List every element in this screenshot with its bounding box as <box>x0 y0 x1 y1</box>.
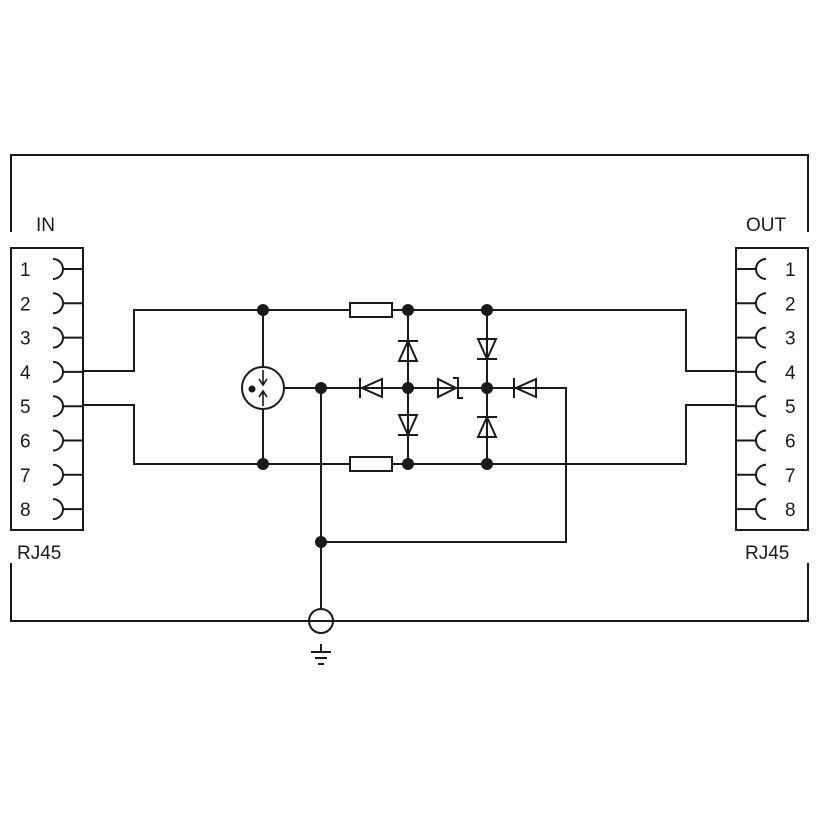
in-pin-socket <box>52 292 64 315</box>
out-pin: 6 <box>736 429 796 453</box>
zener-diode-center <box>437 377 463 399</box>
in-pin-number: 8 <box>20 500 31 521</box>
ground-icon <box>311 644 331 665</box>
in-pin: 6 <box>20 429 83 453</box>
junction-dot <box>481 382 493 394</box>
junction-dot <box>481 458 493 470</box>
in-pin-number: 1 <box>20 260 31 281</box>
in-pin-number: 7 <box>20 466 31 487</box>
junction-dot <box>402 458 414 470</box>
diode-right-upper <box>476 338 498 362</box>
out-pin-number: 3 <box>785 329 796 350</box>
in-pin-socket <box>52 429 64 452</box>
in-pin-number: 3 <box>20 329 31 350</box>
gdt-electrode-bottom <box>258 389 268 406</box>
housing-outline <box>10 154 809 622</box>
in-pin-number: 4 <box>20 363 31 384</box>
diode-center-left <box>359 377 383 399</box>
junction-dot <box>315 536 327 548</box>
resistor-top <box>349 302 393 318</box>
in-pin: 4 <box>20 360 83 384</box>
out-pin-list: 1 2 3 4 5 6 7 8 <box>736 258 796 521</box>
in-pin: 1 <box>20 258 83 281</box>
in-connector-body <box>10 247 84 531</box>
out-pin: 3 <box>736 326 796 350</box>
out-pin: 2 <box>736 292 796 315</box>
in-pin-socket <box>52 326 64 349</box>
junction-dot <box>402 382 414 394</box>
junction-dot <box>402 304 414 316</box>
in-pin: 2 <box>20 292 83 315</box>
junction-dot <box>257 304 269 316</box>
in-pin-socket <box>52 360 64 383</box>
in-pin-socket <box>52 463 64 486</box>
ground-vertical-line <box>285 387 322 608</box>
diode-left-lower <box>397 414 419 438</box>
out-pin-number: 5 <box>785 397 796 418</box>
out-label: OUT <box>746 215 787 236</box>
ground-terminal <box>308 608 334 634</box>
out-pin-socket <box>755 360 767 383</box>
in-pin-list: 1 2 3 4 5 6 7 8 <box>20 258 83 521</box>
out-pin: 7 <box>736 463 796 487</box>
in-pin-socket <box>52 258 64 280</box>
out-pin-number: 2 <box>785 294 796 315</box>
in-rj45-connector: 1 2 3 4 5 6 7 8 <box>10 247 84 531</box>
in-line-pin4-top <box>83 309 350 372</box>
resistor-bottom <box>349 456 393 472</box>
out-pin-number: 8 <box>785 500 796 521</box>
in-pin-socket <box>52 498 64 521</box>
in-pin-number: 5 <box>20 397 31 418</box>
in-line-pin5-bottom <box>83 404 350 465</box>
in-pin: 5 <box>20 395 83 418</box>
center-line <box>321 387 567 543</box>
diode-center-right <box>513 377 537 399</box>
junction-dot <box>481 304 493 316</box>
junction-dot <box>257 458 269 470</box>
in-pin-number: 2 <box>20 294 31 315</box>
bottom-rail <box>392 404 736 465</box>
out-pin-socket <box>755 463 767 486</box>
out-pin-socket <box>755 326 767 349</box>
in-pin: 3 <box>20 326 83 350</box>
out-pin-socket <box>755 498 767 521</box>
out-pin-socket <box>755 395 767 418</box>
out-pin: 4 <box>736 360 796 384</box>
in-connector-type: RJ45 <box>17 543 61 564</box>
out-pin: 8 <box>736 498 796 521</box>
out-pin-number: 4 <box>785 363 796 384</box>
gdt-electrode-top <box>258 370 268 387</box>
diode-left-upper <box>397 338 419 362</box>
top-rail <box>392 309 736 372</box>
out-connector-type: RJ45 <box>745 543 789 564</box>
out-connector-body <box>735 247 809 531</box>
in-pin-socket <box>52 395 64 418</box>
junction-dot <box>315 382 327 394</box>
out-pin-socket <box>755 429 767 452</box>
in-label: IN <box>36 215 55 236</box>
out-rj45-connector: 1 2 3 4 5 6 7 8 <box>735 247 809 531</box>
in-pin: 8 <box>20 498 83 521</box>
gdt-inner-dot <box>248 385 256 393</box>
in-pin: 7 <box>20 463 83 487</box>
diode-right-lower <box>476 414 498 438</box>
out-pin-number: 6 <box>785 432 796 453</box>
out-pin-number: 1 <box>785 260 796 281</box>
out-pin-socket <box>755 258 767 280</box>
out-pin: 1 <box>736 258 796 281</box>
in-pin-number: 6 <box>20 432 31 453</box>
gas-discharge-tube <box>241 366 285 410</box>
out-pin-socket <box>755 292 767 315</box>
out-pin: 5 <box>736 395 796 418</box>
out-pin-number: 7 <box>785 466 796 487</box>
